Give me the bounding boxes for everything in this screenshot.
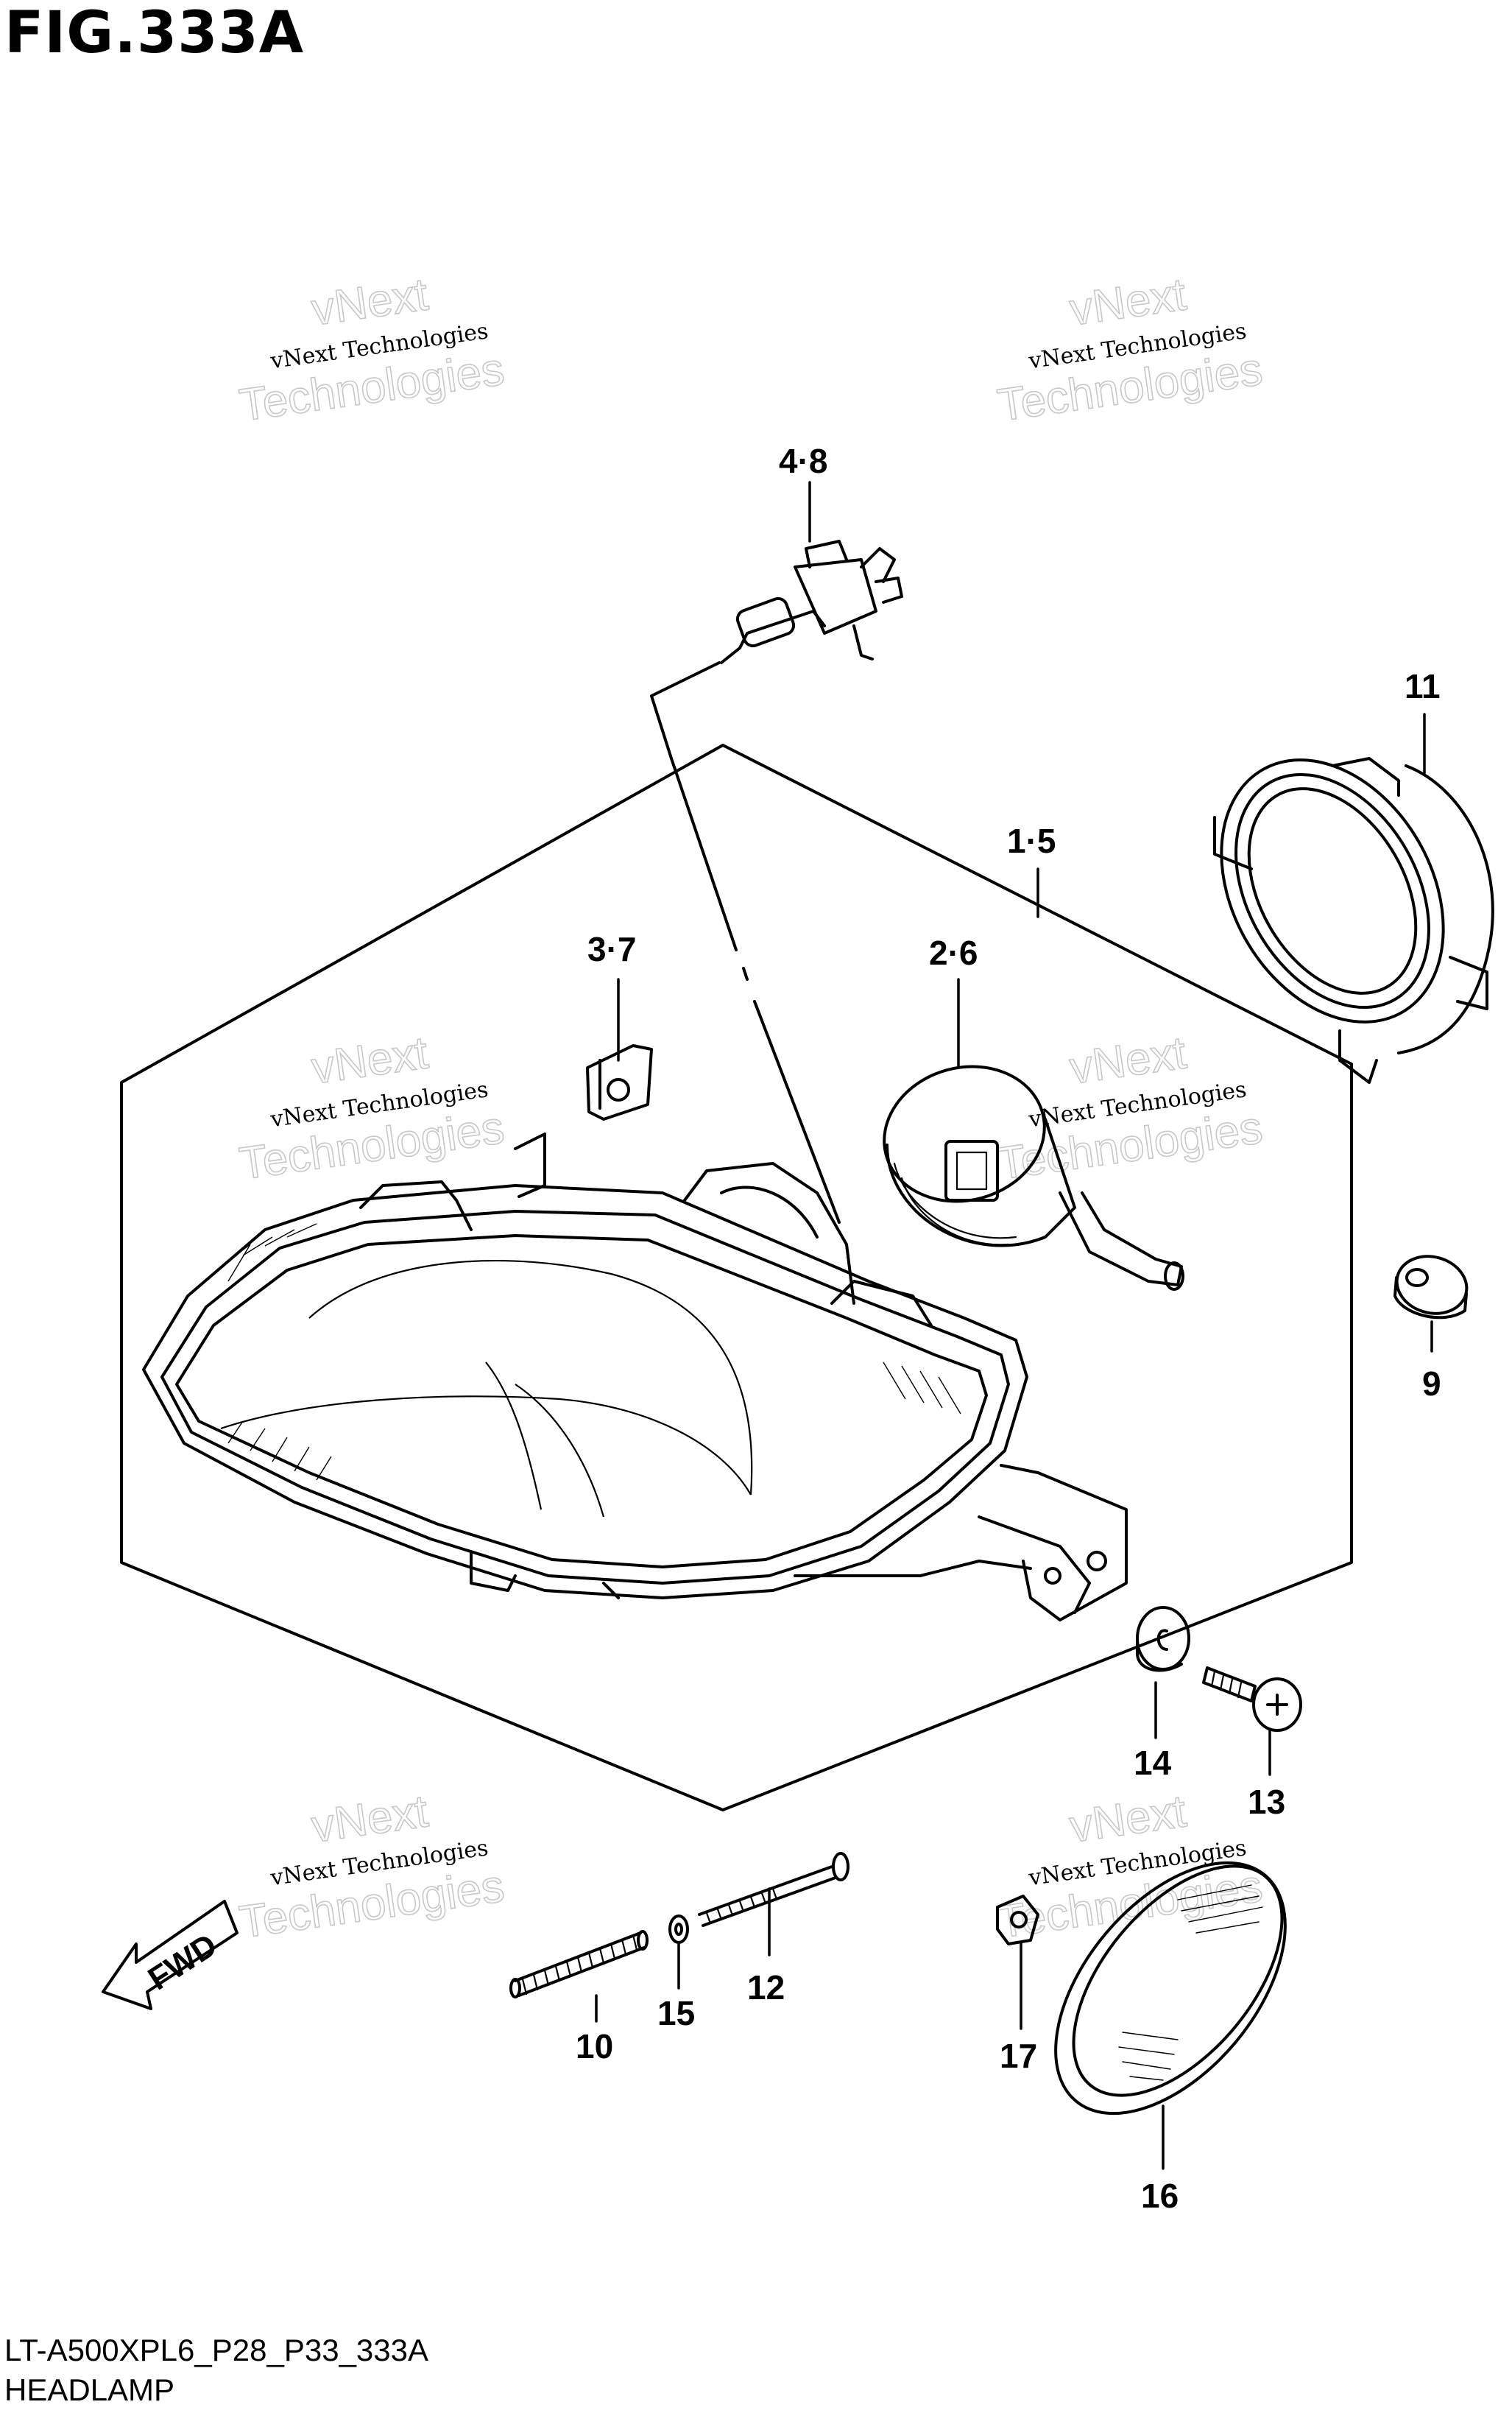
part-bolt [698,1852,849,1927]
callout-14: 14 [1134,1744,1172,1782]
part-screw [1202,1666,1302,1732]
callout-4-8: 4·8 [779,442,827,480]
callout-labels: 4·8 11 1·5 2·6 3·7 9 14 13 10 15 12 17 1… [576,442,1441,2215]
fwd-label: FWD [142,1927,224,1998]
fwd-arrow: FWD [102,1900,239,2010]
watermark-group: vNext Technologies vNext Technologies vN… [236,269,1266,1949]
leader-lines [595,481,1433,2170]
callout-10: 10 [576,2027,613,2065]
part-nut [996,1895,1039,1945]
callout-1-5: 1·5 [1007,822,1056,860]
figure-title: FIG.333A [4,0,305,66]
part-headlamp-housing [142,1132,1128,1621]
assembly-boundary [120,744,1353,1811]
watermark-big-word-1: vNext [1067,269,1190,335]
callout-11: 11 [1405,667,1441,705]
section-name: HEADLAMP [4,2373,175,2407]
callout-13: 13 [1248,1783,1285,1821]
watermark-big-word-1: vNext [1067,1027,1190,1093]
part-clip [586,1044,653,1121]
part-headlamp-rim [1213,757,1494,1084]
watermark-big-word-1: vNext [1067,1786,1190,1852]
callout-17: 17 [1000,2037,1037,2075]
callout-15: 15 [657,1994,695,2032]
part-socket [883,1065,1184,1291]
model-code: LT-A500XPL6_P28_P33_333A [4,2333,429,2367]
watermark-big-word-1: vNext [308,1027,431,1093]
part-grommet [1393,1255,1469,1320]
part-reflector [1054,1861,1287,2116]
watermark-big-word-1: vNext [308,269,431,335]
part-washer [668,1914,689,1944]
bulb-leader-line [650,661,841,1224]
callout-2-6: 2·6 [929,934,978,972]
callout-3-7: 3·7 [587,930,636,968]
callout-16: 16 [1141,2177,1179,2215]
callout-12: 12 [747,1968,785,2007]
part-grommet-small [1136,1606,1190,1672]
callout-9: 9 [1422,1364,1441,1403]
part-bulb [720,540,903,664]
watermark-big-word-1: vNext [308,1786,431,1852]
part-spring [509,1930,649,1998]
